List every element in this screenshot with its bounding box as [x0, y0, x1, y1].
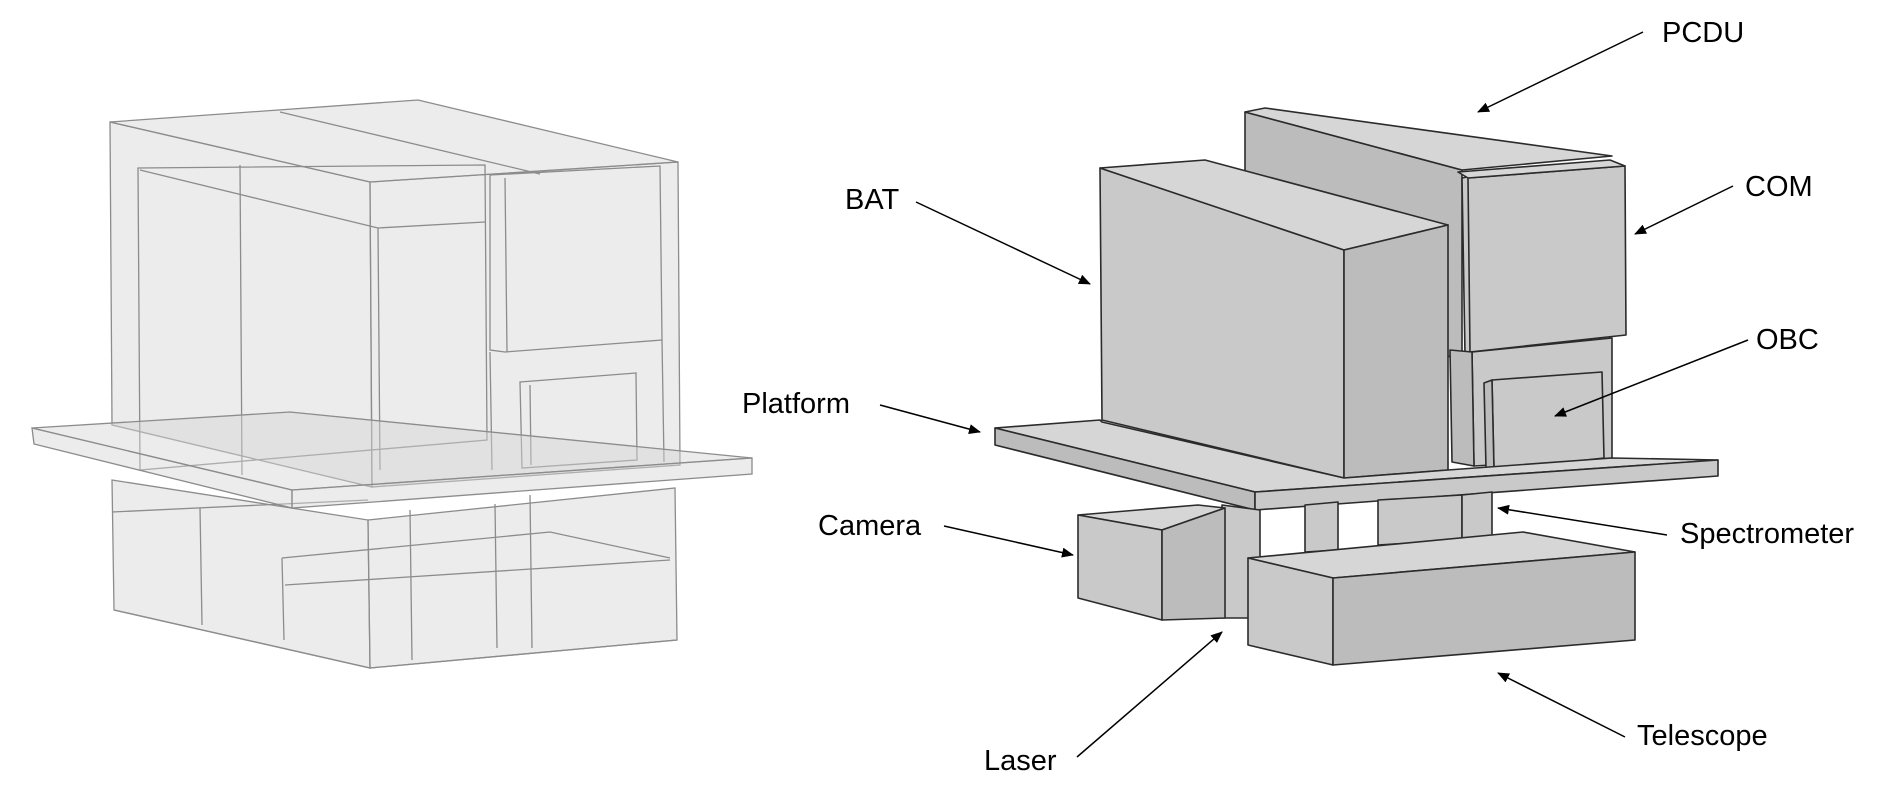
component-labels: PCDU BAT COM OBC Platform Camera Spectro… [742, 17, 1854, 777]
camera-leader [943, 525, 1074, 558]
camera-label: Camera [818, 510, 922, 542]
leader-lines [879, 31, 1749, 758]
platform-slab-side [291, 457, 753, 509]
pcdu-box-top [1244, 107, 1613, 171]
platform-leader [879, 404, 981, 434]
pcdu-label: PCDU [1662, 17, 1744, 49]
bat-label: BAT [845, 184, 900, 216]
bat-box-side [1343, 224, 1449, 479]
com-box-face [1467, 165, 1627, 353]
camera-box-side [1161, 507, 1226, 621]
lower-housing-front [111, 479, 371, 669]
telescope-box-side [1332, 551, 1636, 666]
spectrometer-leader [1497, 504, 1668, 536]
obc-housing-left [1449, 349, 1475, 467]
obc-box-edge [1483, 379, 1495, 471]
laser-label: Laser [984, 745, 1057, 777]
obc-box [1491, 371, 1605, 471]
spectrometer-label: Spectrometer [1680, 518, 1854, 550]
lower-housing-side [367, 487, 678, 669]
com-leader [1634, 185, 1734, 235]
platform-label: Platform [742, 388, 850, 420]
upper-housing-top [109, 99, 679, 183]
spectrometer-leg-3 [1461, 491, 1493, 541]
spectrometer-leg-1 [1304, 501, 1339, 553]
obc-label: OBC [1756, 324, 1819, 356]
spectrometer-leg-2 [1377, 494, 1463, 546]
solid-component-view [994, 107, 1719, 666]
telescope-leader [1497, 672, 1626, 738]
platform-side [1254, 459, 1719, 511]
bat-leader [915, 201, 1091, 285]
com-box-top [1457, 159, 1626, 179]
laser-leader [1076, 631, 1223, 758]
com-label: COM [1745, 171, 1813, 203]
transparent-assembly-view [31, 99, 753, 669]
obc-leader [1554, 339, 1749, 417]
camera-box-front [1077, 514, 1163, 621]
pcdu-leader [1477, 31, 1644, 113]
telescope-label: Telescope [1637, 720, 1768, 752]
